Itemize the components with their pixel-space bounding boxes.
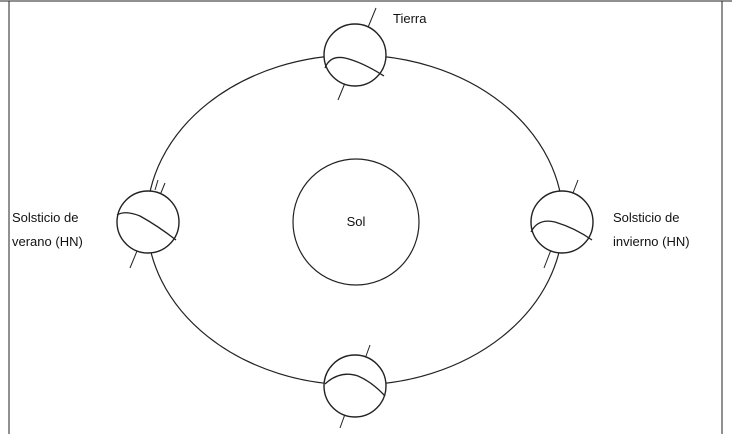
earth-bottom [323, 344, 387, 429]
earth-globe [323, 23, 387, 87]
earth-equator [324, 56, 385, 77]
earth-top [323, 7, 387, 101]
earth-label: Tierra [393, 11, 427, 26]
winter-solstice-label-line2: invierno (HN) [613, 234, 690, 249]
earth-globe [116, 190, 180, 254]
earth-globe [323, 354, 387, 418]
earth-globe [530, 190, 594, 254]
summer-solstice-label-line1: Solsticio de [12, 210, 78, 225]
sun-label: Sol [347, 214, 366, 229]
earth-right [530, 179, 594, 269]
earth-equator [324, 373, 386, 397]
sun-circle [292, 158, 420, 286]
earth-equator [116, 212, 177, 241]
earth-equator [530, 220, 593, 241]
earth-axis-tick [154, 179, 159, 191]
summer-solstice-label-line2: verano (HN) [12, 234, 83, 249]
winter-solstice-label-line1: Solsticio de [613, 210, 679, 225]
earth-left [116, 179, 180, 269]
